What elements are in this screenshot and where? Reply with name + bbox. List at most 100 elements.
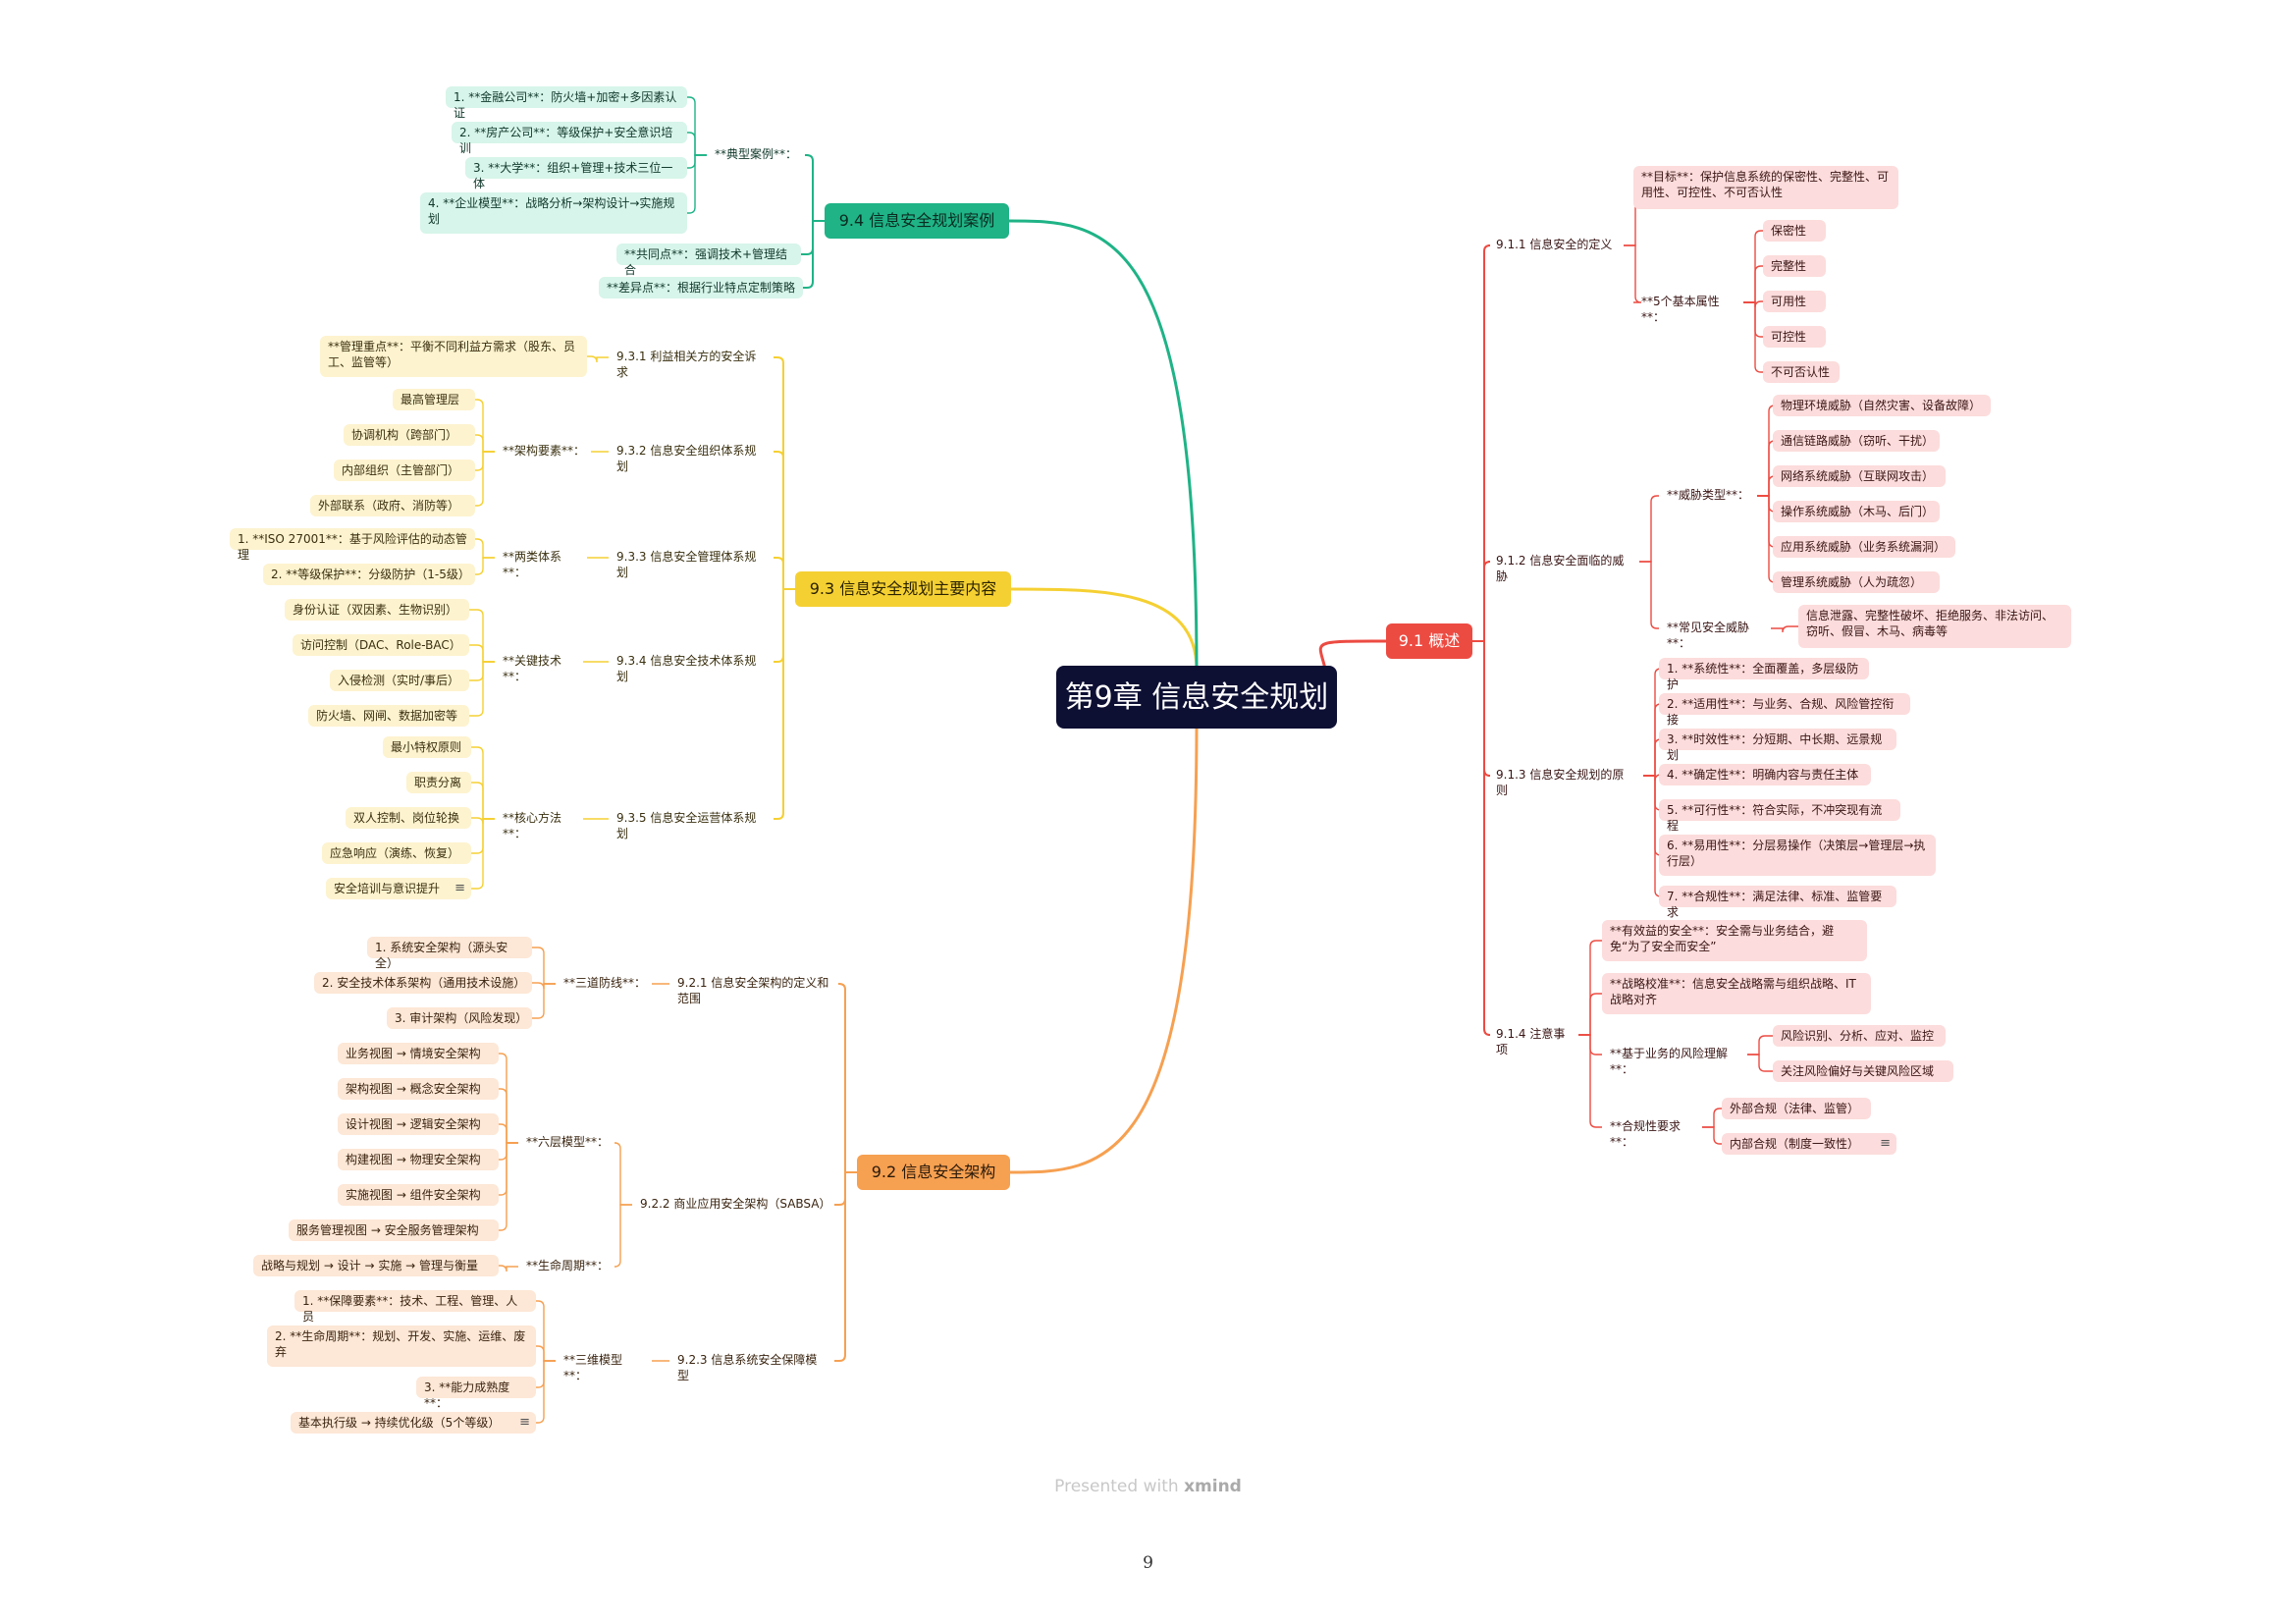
topic-9-2-1[interactable]: 9.2.1 信息安全架构的定义和范围 [677, 976, 829, 1005]
topic-9-1-1[interactable]: 9.1.1 信息安全的定义 [1496, 238, 1613, 251]
six-layer-item[interactable]: 服务管理视图 → 安全服务管理架构 [289, 1219, 499, 1241]
six-layer-item[interactable]: 实施视图 → 组件安全架构 [338, 1184, 499, 1206]
case-item[interactable]: 4. **企业模型**：战略分析→架构设计→实施规划 [420, 192, 687, 234]
caution-item[interactable]: **有效益的安全**：安全需与业务结合，避免“为了安全而安全” [1602, 920, 1867, 961]
compliance-item[interactable]: 内部合规（制度一致性）≡ [1722, 1133, 1896, 1155]
topic-arch-elements[interactable]: **架构要素**： [503, 444, 586, 458]
case-item[interactable]: 2. **房产公司**：等级保护+安全意识培训 [452, 122, 687, 155]
org-item[interactable]: 外部联系（政府、消防等） [310, 495, 475, 516]
tech-item[interactable]: 身份认证（双因素、生物识别） [285, 599, 469, 621]
method-item[interactable]: 职责分离 [406, 772, 471, 793]
note-icon[interactable]: ≡ [519, 1415, 530, 1430]
threat-type-item[interactable]: 通信链路威胁（窃听、干扰） [1773, 430, 1940, 452]
case-item[interactable]: 1. **金融公司**：防火墙+加密+多因素认证 [446, 86, 687, 120]
tech-item[interactable]: 访问控制（DAC、Role-BAC） [293, 634, 469, 656]
defense-line-item[interactable]: 2. 安全技术体系架构（通用技术设施） [314, 972, 532, 994]
topic-3d-model[interactable]: **三维模型**： [563, 1353, 623, 1382]
system-item[interactable]: 2. **等级保护**：分级防护（1-5级） [263, 564, 475, 585]
branch-9-3[interactable]: 9.3 信息安全规划主要内容 [795, 571, 1011, 607]
topic-key-tech[interactable]: **关键技术**： [503, 654, 562, 683]
org-item[interactable]: 协调机构（跨部门） [344, 424, 475, 446]
central-topic[interactable]: 第9章 信息安全规划 [1056, 666, 1337, 729]
defense-line-item[interactable]: 1. 系统安全架构（源头安全） [367, 937, 532, 970]
topic-9-2-3[interactable]: 9.2.3 信息系统安全保障模型 [677, 1353, 818, 1382]
topic-9-1-3[interactable]: 9.1.3 信息安全规划的原则 [1496, 768, 1625, 797]
topic-9-2-2[interactable]: 9.2.2 商业应用安全架构（SABSA） [640, 1197, 831, 1211]
topic-9-3-4[interactable]: 9.3.4 信息安全技术体系规划 [616, 654, 757, 683]
method-item[interactable]: 应急响应（演练、恢复） [322, 842, 471, 864]
system-item[interactable]: 1. **ISO 27001**：基于风险评估的动态管理 [230, 528, 475, 562]
threat-type-item[interactable]: 物理环境威胁（自然灾害、设备故障） [1773, 395, 1991, 416]
method-item[interactable]: 最小特权原则 [383, 736, 471, 758]
org-item[interactable]: 内部组织（主管部门） [334, 460, 475, 481]
attr-item[interactable]: 完整性 [1763, 255, 1826, 277]
topic-compliance[interactable]: **合规性要求**： [1610, 1119, 1682, 1149]
note-icon[interactable]: ≡ [1880, 1136, 1891, 1151]
principle-item[interactable]: 7. **合规性**：满足法律、标准、监管要求 [1659, 886, 1896, 919]
threat-type-item[interactable]: 操作系统威胁（木马、后门） [1773, 501, 1940, 522]
risk-item[interactable]: 风险识别、分析、应对、监控 [1773, 1025, 1946, 1047]
topic-two-systems[interactable]: **两类体系**： [503, 550, 562, 579]
connector-line [1757, 440, 1776, 497]
branch-9-1[interactable]: 9.1 概述 [1386, 623, 1472, 659]
topic-9-3-2[interactable]: 9.3.2 信息安全组织体系规划 [616, 444, 757, 473]
method-item[interactable]: 安全培训与意识提升≡ [326, 878, 471, 899]
3d-model-item[interactable]: 1. **保障要素**：技术、工程、管理、人员 [294, 1290, 536, 1324]
note-icon[interactable]: ≡ [454, 881, 465, 895]
principle-item[interactable]: 5. **可行性**：符合实际，不冲突现有流程 [1659, 799, 1900, 833]
topic-risk-understanding[interactable]: **基于业务的风险理解**： [1610, 1047, 1729, 1076]
topic-9-1-2[interactable]: 9.1.2 信息安全面临的威胁 [1496, 554, 1625, 583]
principle-item[interactable]: 1. **系统性**：全面覆盖，多层级防护 [1659, 658, 1869, 691]
topic-9-1-4[interactable]: 9.1.4 注意事项 [1496, 1027, 1566, 1056]
risk-item[interactable]: 关注风险偏好与关键风险区域 [1773, 1060, 1953, 1082]
defense-line-item[interactable]: 3. 审计架构（风险发现） [387, 1007, 532, 1029]
common-point[interactable]: **共同点**：强调技术+管理结合 [616, 244, 801, 277]
principle-item[interactable]: 4. **确定性**：明确内容与责任主体 [1659, 764, 1871, 785]
branch-9-4[interactable]: 9.4 信息安全规划案例 [825, 203, 1009, 239]
tech-item[interactable]: 入侵检测（实时/事后） [330, 670, 469, 691]
principle-item[interactable]: 2. **适用性**：与业务、合规、风险管控衔接 [1659, 693, 1910, 727]
compliance-item[interactable]: 外部合规（法律、监管） [1722, 1098, 1871, 1119]
topic-six-layer[interactable]: **六层模型**： [526, 1135, 610, 1149]
attr-item[interactable]: 保密性 [1763, 220, 1826, 242]
3d-model-item[interactable]: 基本执行级 → 持续优化级（5个等级）≡ [291, 1412, 536, 1434]
principle-item[interactable]: 3. **时效性**：分短期、中长期、远景规划 [1659, 729, 1896, 762]
six-layer-item[interactable]: 业务视图 → 情境安全架构 [338, 1043, 499, 1064]
principle-item[interactable]: 6. **易用性**：分层易操作（决策层→管理层→执行层） [1659, 835, 1936, 876]
threat-type-item[interactable]: 应用系统威胁（业务系统漏洞） [1773, 536, 1955, 558]
threat-type-item[interactable]: 网络系统威胁（互联网攻击） [1773, 465, 1946, 487]
topic-9-1-1-attrs[interactable]: **5个基本属性**： [1641, 295, 1720, 324]
lifecycle-item[interactable]: 战略与规划 → 设计 → 实施 → 管理与衡量 [253, 1255, 499, 1276]
3d-model-item[interactable]: 3. **能力成熟度**： [416, 1377, 536, 1410]
attr-item[interactable]: 不可否认性 [1763, 361, 1840, 383]
topic-9-3-5[interactable]: 9.3.5 信息安全运营体系规划 [616, 811, 757, 840]
topic-9-3-3[interactable]: 9.3.3 信息安全管理体系规划 [616, 550, 757, 579]
topic-9-3-1[interactable]: 9.3.1 利益相关方的安全诉求 [616, 350, 757, 379]
attr-item[interactable]: 可控性 [1763, 326, 1826, 348]
topic-common-threats[interactable]: **常见安全威胁**： [1667, 621, 1750, 650]
six-layer-item[interactable]: 设计视图 → 逻辑安全架构 [338, 1113, 499, 1135]
six-layer-item[interactable]: 构建视图 → 物理安全架构 [338, 1149, 499, 1170]
threat-type-item[interactable]: 管理系统威胁（人为疏忽） [1773, 571, 1940, 593]
attr-item[interactable]: 可用性 [1763, 291, 1826, 312]
topic-core-methods[interactable]: **核心方法**： [503, 811, 562, 840]
connector-line [1639, 495, 1659, 563]
topic-lifecycle[interactable]: **生命周期**： [526, 1259, 610, 1272]
tech-item[interactable]: 防火墙、网闸、数据加密等 [308, 705, 469, 727]
topic-typical-cases[interactable]: **典型案例**： [715, 147, 798, 161]
six-layer-item[interactable]: 架构视图 → 概念安全架构 [338, 1078, 499, 1100]
branch-9-2[interactable]: 9.2 信息安全架构 [857, 1155, 1010, 1190]
stakeholder-item[interactable]: **管理重点**：平衡不同利益方需求（股东、员工、监管等） [320, 336, 587, 377]
topic-9-1-1-goal[interactable]: **目标**：保护信息系统的保密性、完整性、可用性、可控性、不可否认性 [1633, 166, 1898, 209]
difference-point[interactable]: **差异点**：根据行业特点定制策略 [599, 277, 803, 298]
caution-item[interactable]: **战略校准**：信息安全战略需与组织战略、IT战略对齐 [1602, 973, 1871, 1014]
org-item[interactable]: 最高管理层 [393, 389, 475, 410]
common-threat-item[interactable]: 信息泄露、完整性破坏、拒绝服务、非法访问、窃听、假冒、木马、病毒等 [1798, 605, 2071, 648]
topic-three-lines[interactable]: **三道防线**： [563, 976, 647, 990]
topic-threat-types[interactable]: **威胁类型**： [1667, 488, 1750, 502]
case-item[interactable]: 3. **大学**：组织+管理+技术三位一体 [465, 157, 687, 190]
connector-line [838, 983, 857, 1173]
3d-model-item[interactable]: 2. **生命周期**：规划、开发、实施、运维、废弃 [267, 1326, 536, 1367]
method-item[interactable]: 双人控制、岗位轮换 [346, 807, 471, 829]
